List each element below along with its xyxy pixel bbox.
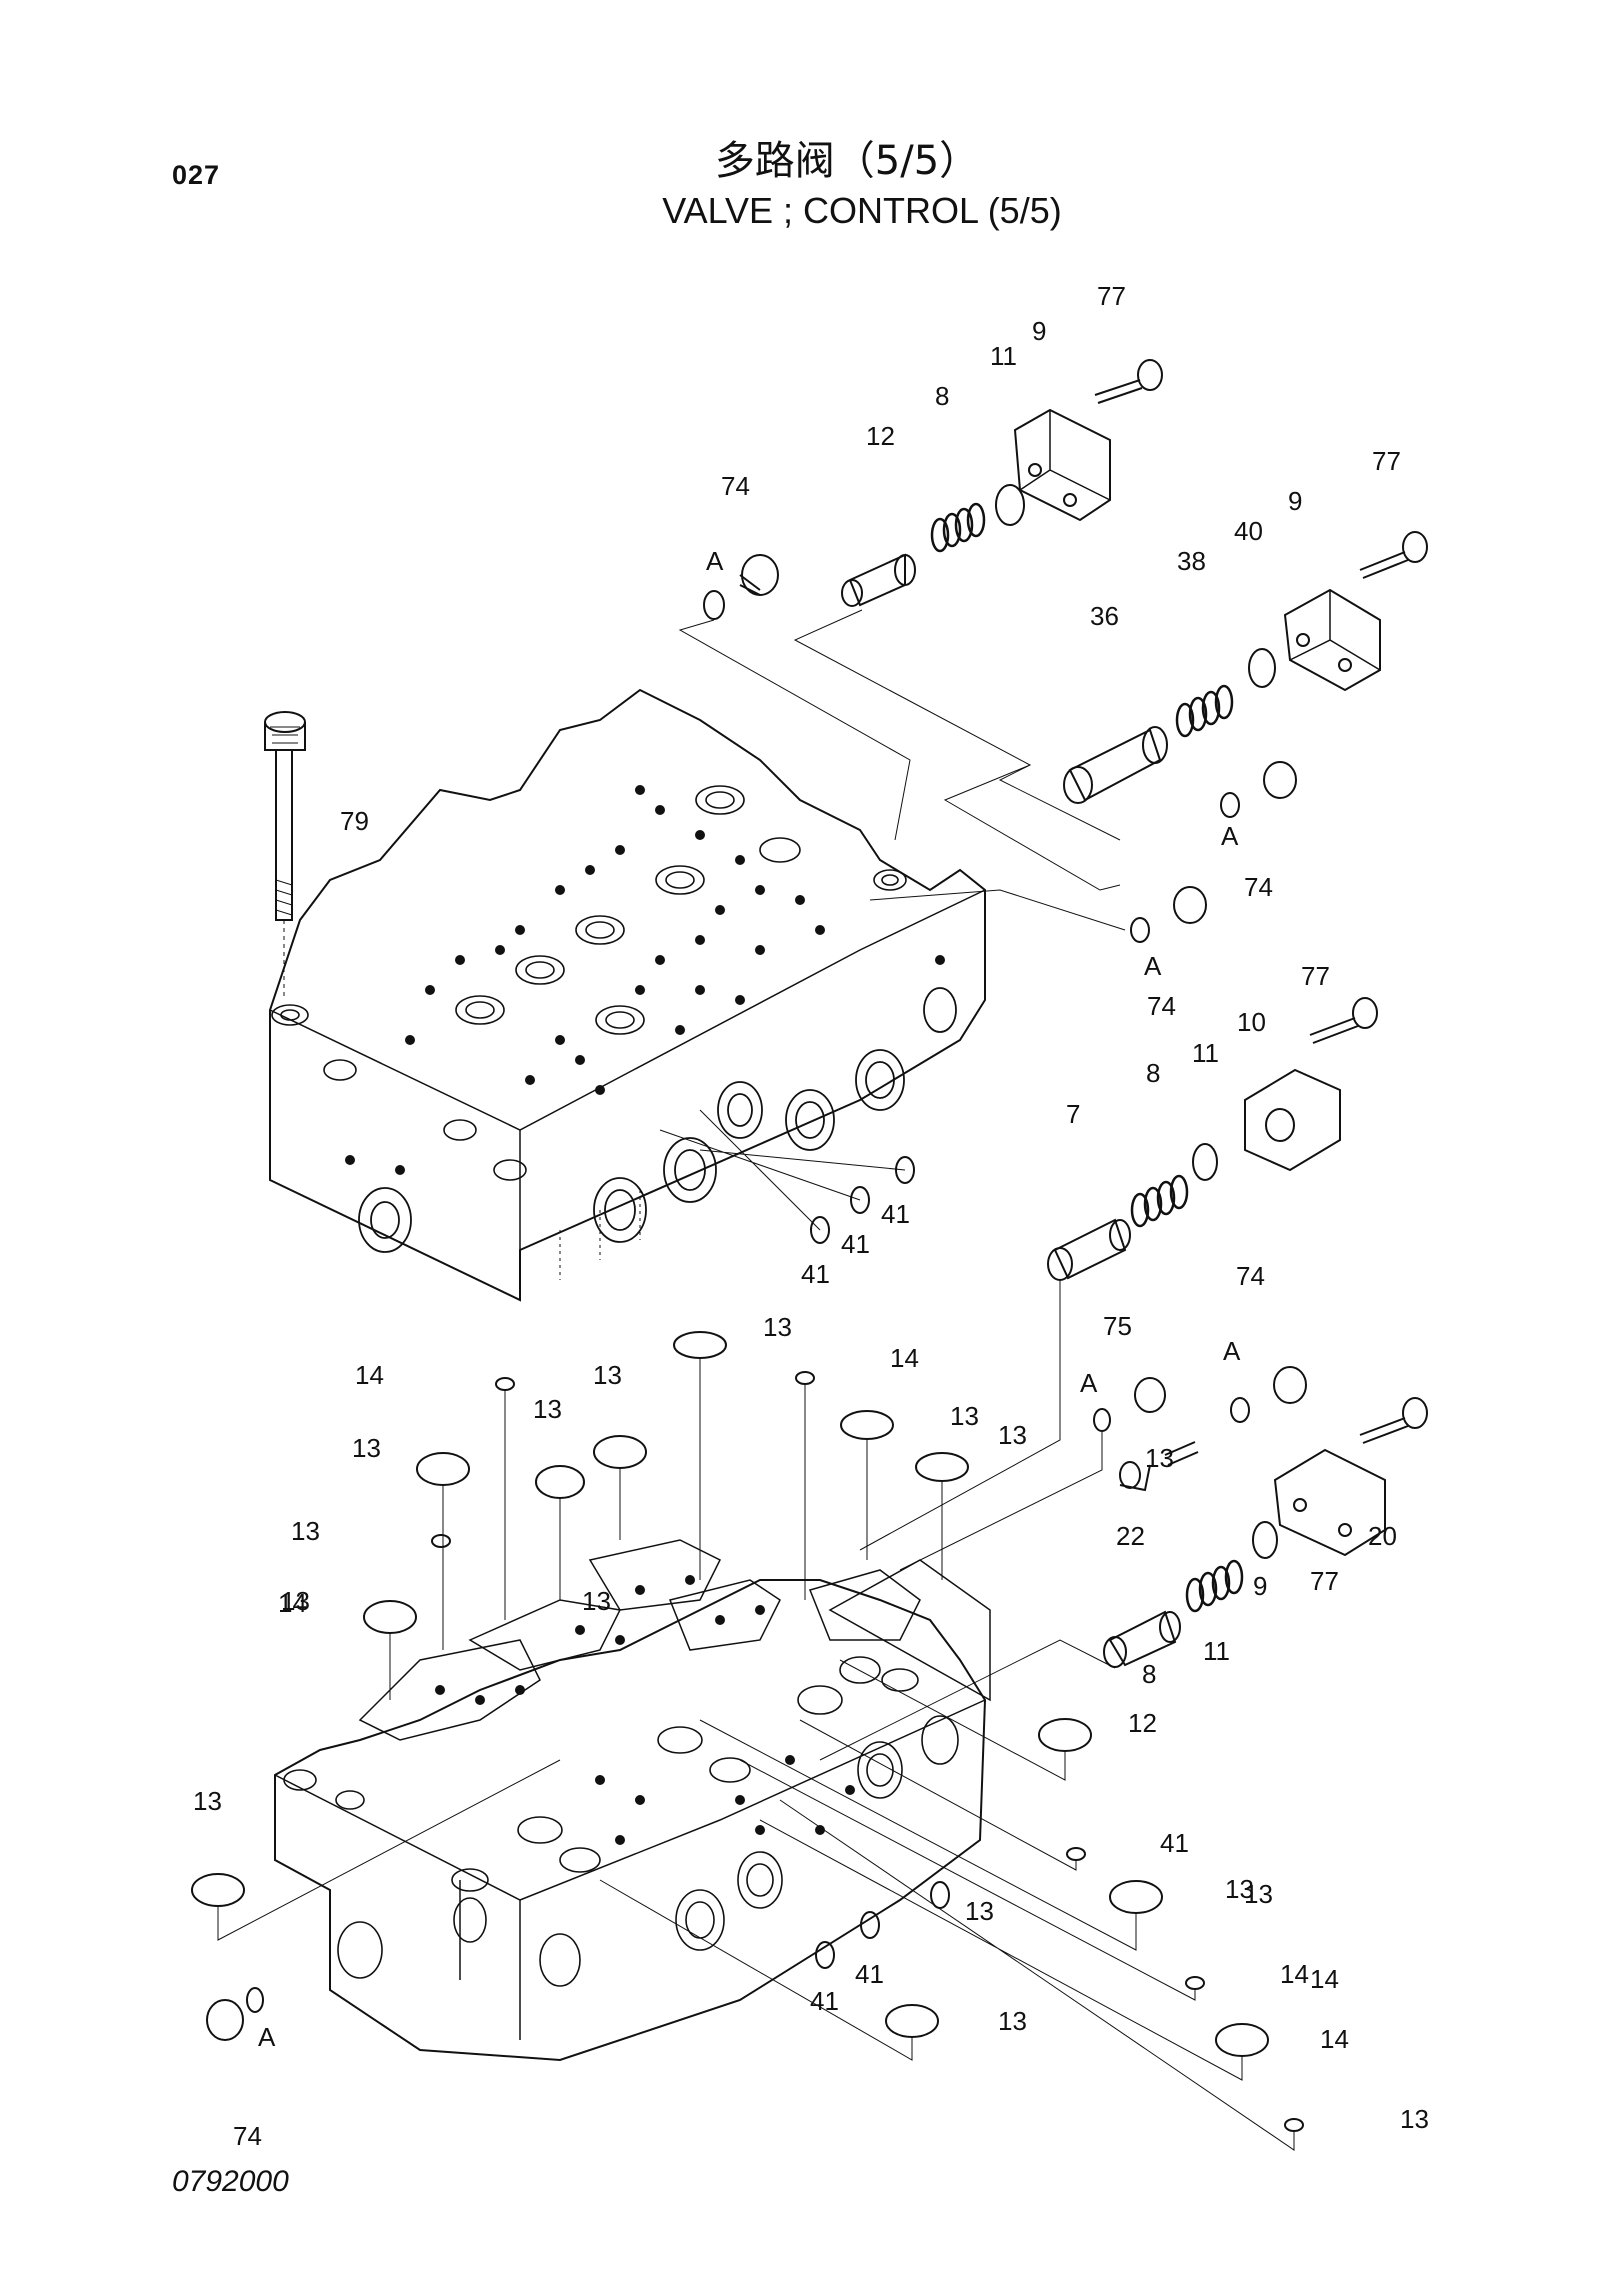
callout-label: 10 — [1237, 1007, 1266, 1037]
callout-label: 77 — [1310, 1566, 1339, 1596]
page-title-en: VALVE ; CONTROL (5/5) — [662, 190, 1062, 231]
callout-label: A — [1144, 951, 1162, 981]
callout-label: 41 — [855, 1959, 884, 1989]
lower-parts — [191, 1280, 1428, 2151]
callout-label: 41 — [841, 1229, 870, 1259]
callout-label: 11 — [990, 341, 1017, 371]
callout-label: 77 — [1372, 446, 1401, 476]
callout-label: A — [1221, 821, 1239, 851]
callout-label: 13 — [998, 1420, 1027, 1450]
bolt-79 — [264, 711, 306, 1000]
callout-label: 14 — [278, 1588, 307, 1618]
lower-valve-body — [274, 1539, 991, 2062]
callout-label: 12 — [866, 421, 895, 451]
callout-label: A — [1080, 1368, 1098, 1398]
callout-label: 14 — [1280, 1959, 1309, 1989]
callout-label: 13 — [352, 1433, 381, 1463]
callout-label: 14 — [1310, 1964, 1339, 1994]
page-title-cn: 多路阀（5/5） — [714, 138, 980, 184]
callout-label: 11 — [1203, 1636, 1230, 1666]
callout-label: 75 — [1103, 1311, 1132, 1341]
callout-label: A — [706, 546, 724, 576]
footer-code: 0792000 — [172, 2165, 289, 2198]
callout-label: 14 — [355, 1360, 384, 1390]
callout-label: 13 — [950, 1401, 979, 1431]
callout-label: 41 — [881, 1199, 910, 1229]
callout-label: 13 — [1145, 1443, 1174, 1473]
page-number: 027 — [172, 160, 221, 190]
callout-label: 9 — [1288, 486, 1302, 516]
callout-label: 74 — [1236, 1261, 1265, 1291]
callout-label: 13 — [582, 1586, 611, 1616]
upper-parts — [659, 359, 1428, 1281]
callout-label: 12 — [1128, 1708, 1157, 1738]
callout-label: 74 — [1244, 872, 1273, 902]
callout-label: 22 — [1116, 1521, 1145, 1551]
callout-label: 38 — [1177, 546, 1206, 576]
callout-label: 74 — [233, 2121, 262, 2151]
callout-label: A — [1223, 1336, 1241, 1366]
callout-label: 11 — [1192, 1038, 1219, 1068]
callout-label: 13 — [998, 2006, 1027, 2036]
callout-label: 13 — [1225, 1874, 1254, 1904]
callout-label: 13 — [965, 1896, 994, 1926]
callout-label: 13 — [281, 1586, 310, 1616]
callout-label: 13 — [1400, 2104, 1429, 2134]
callout-label: A — [258, 2022, 276, 2052]
callout-label: 36 — [1090, 601, 1119, 631]
callout-label: 9 — [1032, 316, 1046, 346]
callout-label: 40 — [1234, 516, 1263, 546]
callout-label: 20 — [1368, 1521, 1397, 1551]
callout-label: 77 — [1301, 961, 1330, 991]
callout-label: 13 — [763, 1312, 792, 1342]
callout-label: 79 — [340, 806, 369, 836]
callout-label: 13 — [193, 1786, 222, 1816]
callout-label: 77 — [1097, 281, 1126, 311]
upper-valve-body — [269, 688, 986, 1302]
callout-label: 13 — [593, 1360, 622, 1390]
callout-label: 74 — [1147, 991, 1176, 1021]
callout-label: 13 — [533, 1394, 562, 1424]
callout-label: 9 — [1253, 1571, 1267, 1601]
callout-label: 74 — [721, 471, 750, 501]
callout-label: 41 — [801, 1259, 830, 1289]
callout-label: 14 — [1320, 2024, 1349, 2054]
callout-label: 8 — [1146, 1058, 1160, 1088]
callout-label: 41 — [810, 1986, 839, 2016]
callout-label: 13 — [291, 1516, 320, 1546]
callout-label: 8 — [935, 381, 949, 411]
callout-label: 14 — [890, 1343, 919, 1373]
callout-label: 8 — [1142, 1659, 1156, 1689]
callout-label: 41 — [1160, 1828, 1189, 1858]
callout-label: 13 — [1244, 1879, 1273, 1909]
callout-label: 7 — [1066, 1099, 1080, 1129]
